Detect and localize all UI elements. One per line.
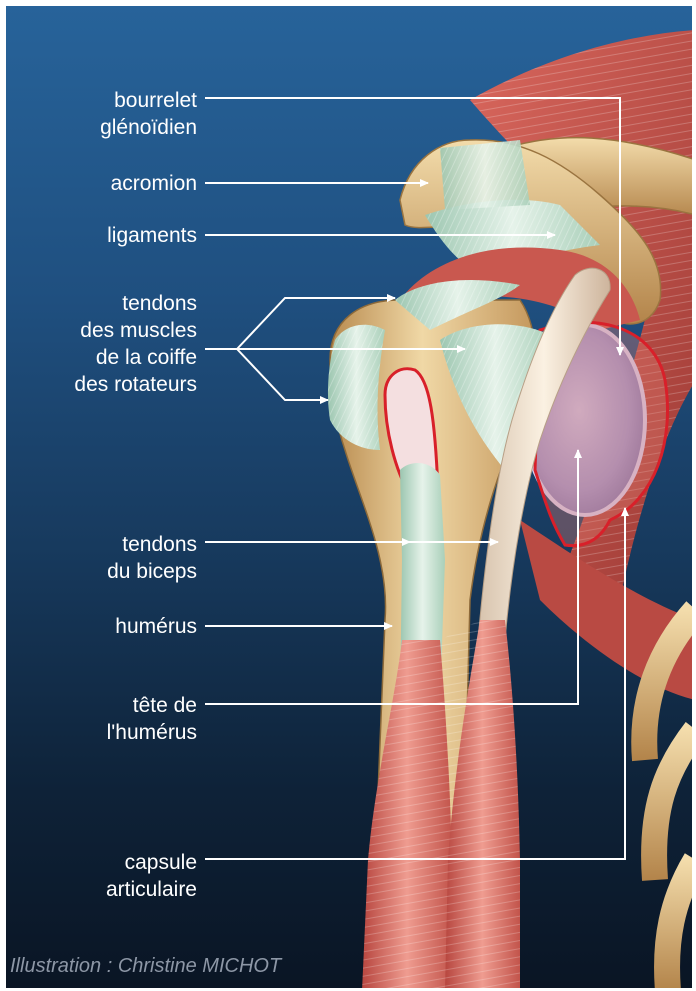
- rotator-cuff-tendon-lower-stripes: [328, 325, 385, 450]
- label-capsule-articulaire: capsule articulaire: [106, 849, 197, 903]
- illustration-credit: Illustration : Christine MICHOT: [10, 955, 281, 978]
- label-tendons-biceps: tendons du biceps: [107, 531, 197, 585]
- label-acromion: acromion: [111, 170, 197, 197]
- label-tendons-coiffe-rotateurs: tendons des muscles de la coiffe des rot…: [74, 290, 197, 398]
- illustration-frame: bourrelet glénoïdien acromion ligaments …: [6, 6, 692, 988]
- label-humerus: humérus: [115, 613, 197, 640]
- label-tete-humerus: tête de l'humérus: [107, 692, 197, 746]
- label-bourrelet-glenoidien: bourrelet glénoïdien: [100, 87, 197, 141]
- acromioclavicular-ligament-stripes: [440, 140, 530, 210]
- label-ligaments: ligaments: [107, 222, 197, 249]
- shoulder-anatomy-illustration: [6, 6, 692, 988]
